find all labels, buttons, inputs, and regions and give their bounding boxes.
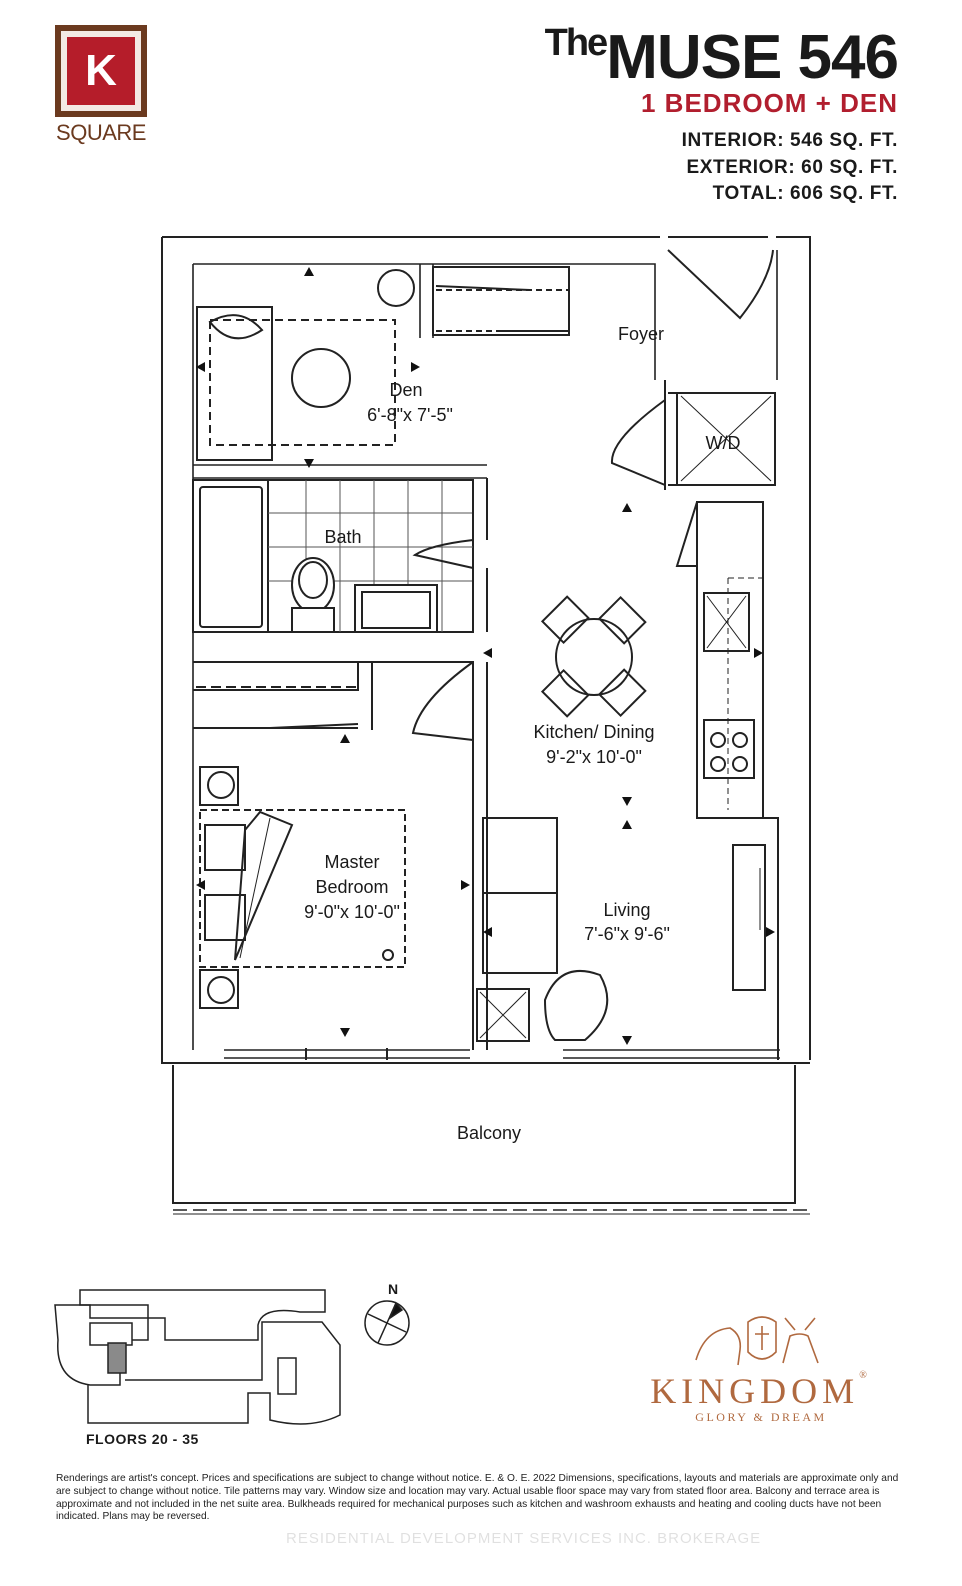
floors-label: FLOORS 20 - 35 <box>86 1431 199 1447</box>
watermark: RESIDENTIAL DEVELOPMENT SERVICES INC. BR… <box>286 1530 762 1547</box>
north-label: N <box>388 1281 399 1297</box>
unit-type: 1 BEDROOM + DEN <box>641 88 898 118</box>
brand-name: KINGDOM <box>650 1371 860 1411</box>
exterior-area: EXTERIOR: 60 SQ. FT. <box>686 157 898 178</box>
page-title: TheMUSE 546 <box>544 22 899 93</box>
balcony-label: Balcony <box>456 1123 522 1143</box>
master-label: Master <box>324 852 380 872</box>
disclaimer-text: Renderings are artist's concept. Prices … <box>56 1473 899 1523</box>
wd-label: W/D <box>705 433 741 453</box>
brand-tagline: GLORY & DREAM <box>695 1410 827 1424</box>
living-label: Living <box>603 900 651 920</box>
logo-word: SQUARE <box>56 120 146 145</box>
kitchen-dining-label: Kitchen/ Dining <box>533 722 655 742</box>
foyer-label: Foyer <box>617 324 665 344</box>
master-bedroom-size: 9'-0"x 10'-0" <box>304 902 400 922</box>
title-prefix: The <box>544 22 609 64</box>
dimension-arrows <box>196 267 775 1045</box>
total-area: TOTAL: 606 SQ. FT. <box>712 183 898 204</box>
bath-label: Bath <box>324 527 362 547</box>
kingdom-emblem <box>695 1316 819 1366</box>
interior-area: INTERIOR: 546 SQ. FT. <box>681 130 898 151</box>
k-square-logo: K SQUARE <box>55 25 147 145</box>
den-label: Den <box>389 380 423 400</box>
kitchen-dining-size: 9'-2"x 10'-0" <box>546 747 642 767</box>
kingdom-logo: KINGDOM® GLORY & DREAM <box>630 1370 892 1425</box>
bedroom-label: Bedroom <box>315 877 389 897</box>
title-main: MUSE 546 <box>606 23 899 92</box>
den-size: 6'-8"x 7'-5" <box>367 405 453 425</box>
living-size: 7'-6"x 9'-6" <box>584 924 670 944</box>
compass-icon <box>364 1300 410 1346</box>
key-plan <box>54 1289 341 1425</box>
logo-letter: K <box>67 37 135 105</box>
logo-frame: K <box>55 25 147 117</box>
